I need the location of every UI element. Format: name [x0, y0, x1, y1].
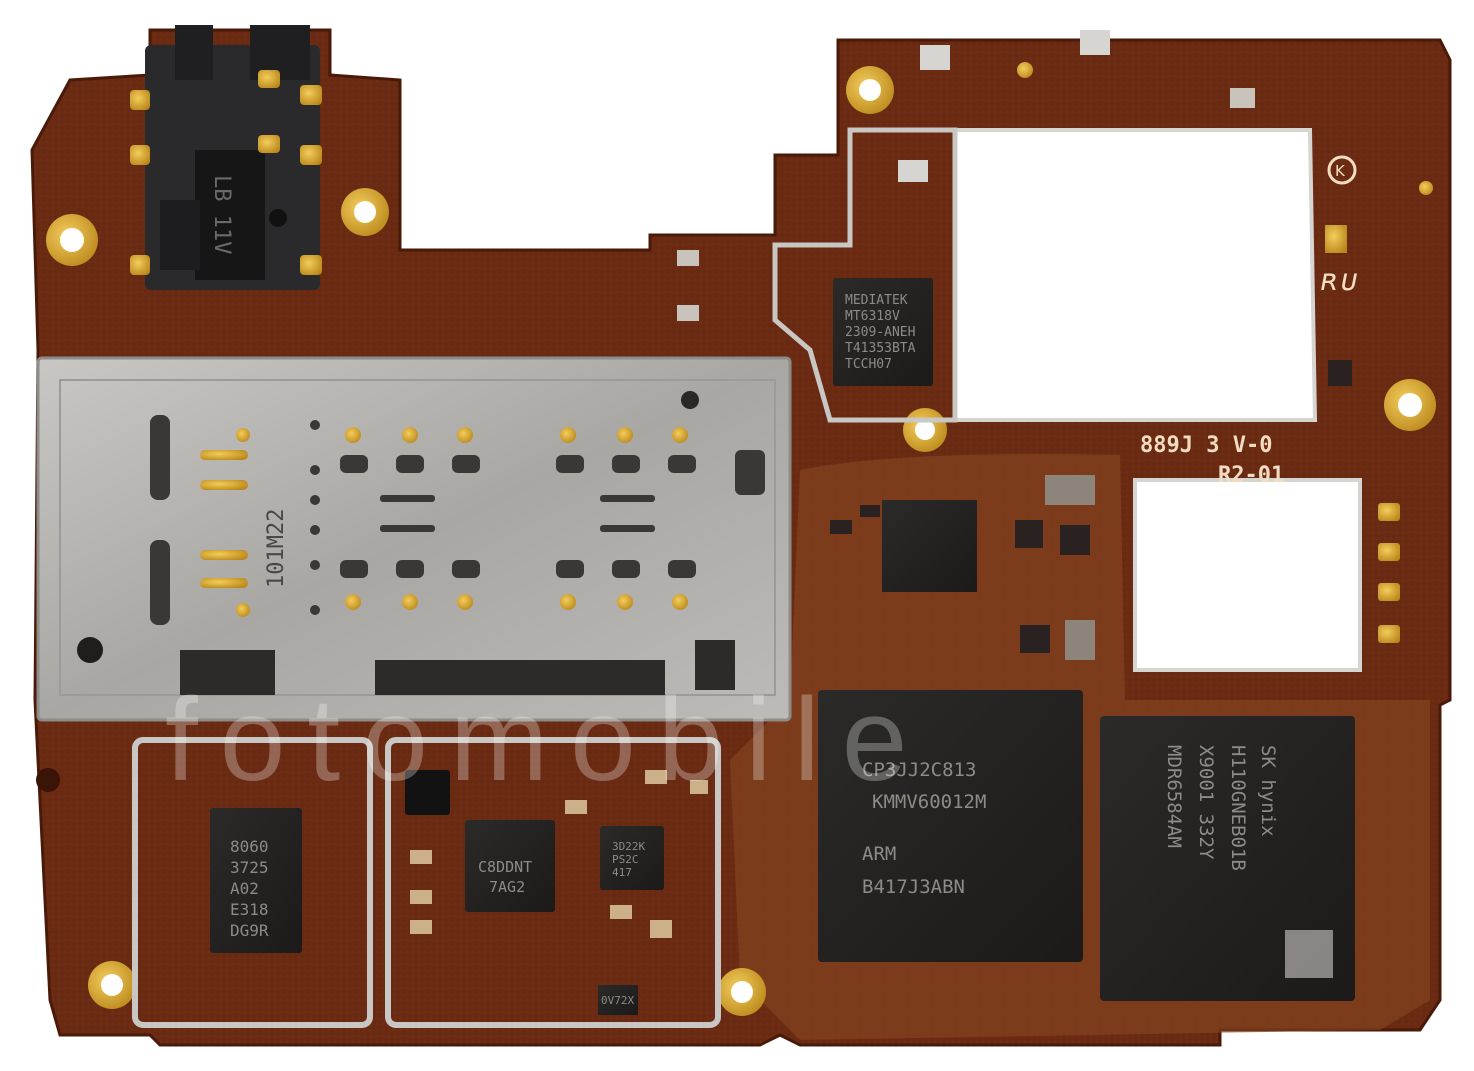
edge-pads [1378, 503, 1400, 643]
audio-jack-connector: LB 11V [130, 25, 322, 290]
pmic-line-3: A02 [230, 879, 259, 898]
ul-recognized-icon: ʀᴜ [1321, 263, 1357, 298]
svg-text:ʀᴜ: ʀᴜ [1321, 263, 1357, 298]
mediatek-chip [833, 278, 933, 386]
rf-chip-black [405, 770, 450, 815]
mediatek-line-5: TCCH07 [845, 357, 892, 372]
rf-chip-small [600, 826, 664, 890]
svg-text:K: K [1335, 162, 1346, 180]
mounting-holes [36, 62, 1436, 1016]
ce-certification-icon: K [1327, 155, 1357, 185]
board-cutout-right [1133, 478, 1362, 672]
chip-markings: MEDIATEK MT6318V 2309-ANEH T41353BTA TCC… [230, 293, 1279, 1007]
pmic-chip [210, 808, 302, 953]
board-marking-line-1: 889J 3 V-0 [1140, 433, 1272, 458]
datamatrix-code [1285, 930, 1333, 978]
storage-line-1: SK hynix [1257, 745, 1279, 837]
ram-line-2: KMMV60012M [872, 791, 986, 813]
sim-tray-label: 101M22 [264, 509, 289, 588]
rf-small-line-2: PS2C [612, 853, 639, 866]
pmic-line-5: DG9R [230, 921, 269, 940]
rf-small-line-3: 417 [612, 866, 632, 879]
shield-frame-rf [385, 737, 721, 1028]
pmic-line-4: E318 [230, 900, 269, 919]
ram-line-4: B417J3ABN [862, 876, 965, 898]
ram-line-1: CP3JJ2C813 [862, 759, 976, 781]
storage-line-2: H110GNEB01B [1227, 745, 1249, 871]
small-0v72x-line: 0V72X [601, 994, 634, 1007]
shield-frame-top [772, 127, 958, 423]
rf-chip-mid [465, 820, 555, 912]
pmic-line-1: 8060 [230, 837, 269, 856]
ram-line-3: ARM [862, 843, 896, 865]
rf-mid-line-1: C8DDNT [478, 858, 532, 876]
ram-chip [818, 690, 1083, 962]
board-cutout-top [953, 128, 1318, 422]
rf-small-line-1: 3D22K [612, 840, 645, 853]
mediatek-line-2: MT6318V [845, 309, 900, 324]
chip-0v72x [598, 985, 638, 1015]
mediatek-line-3: 2309-ANEH [845, 325, 915, 340]
board-marking-line-2: R2-01 [1218, 463, 1284, 488]
storage-line-4: MDR6584AM [1163, 745, 1185, 848]
smd-components [677, 30, 1352, 660]
storage-chip [1100, 716, 1355, 1001]
pmic-line-2: 3725 [230, 858, 269, 877]
mediatek-line-4: T41353BTA [845, 341, 916, 356]
shield-frame-pmic [132, 737, 373, 1028]
rf-mid-line-2: 7AG2 [489, 878, 525, 896]
sim-tray-shield: 101M22 [36, 356, 792, 722]
storage-line-3: X9001 332Y [1195, 745, 1217, 860]
rf-passives [410, 770, 708, 938]
mediatek-line-1: MEDIATEK [845, 293, 908, 308]
watermark-text: fotomobile [165, 674, 929, 806]
audio-jack-label: LB 11V [209, 175, 234, 254]
